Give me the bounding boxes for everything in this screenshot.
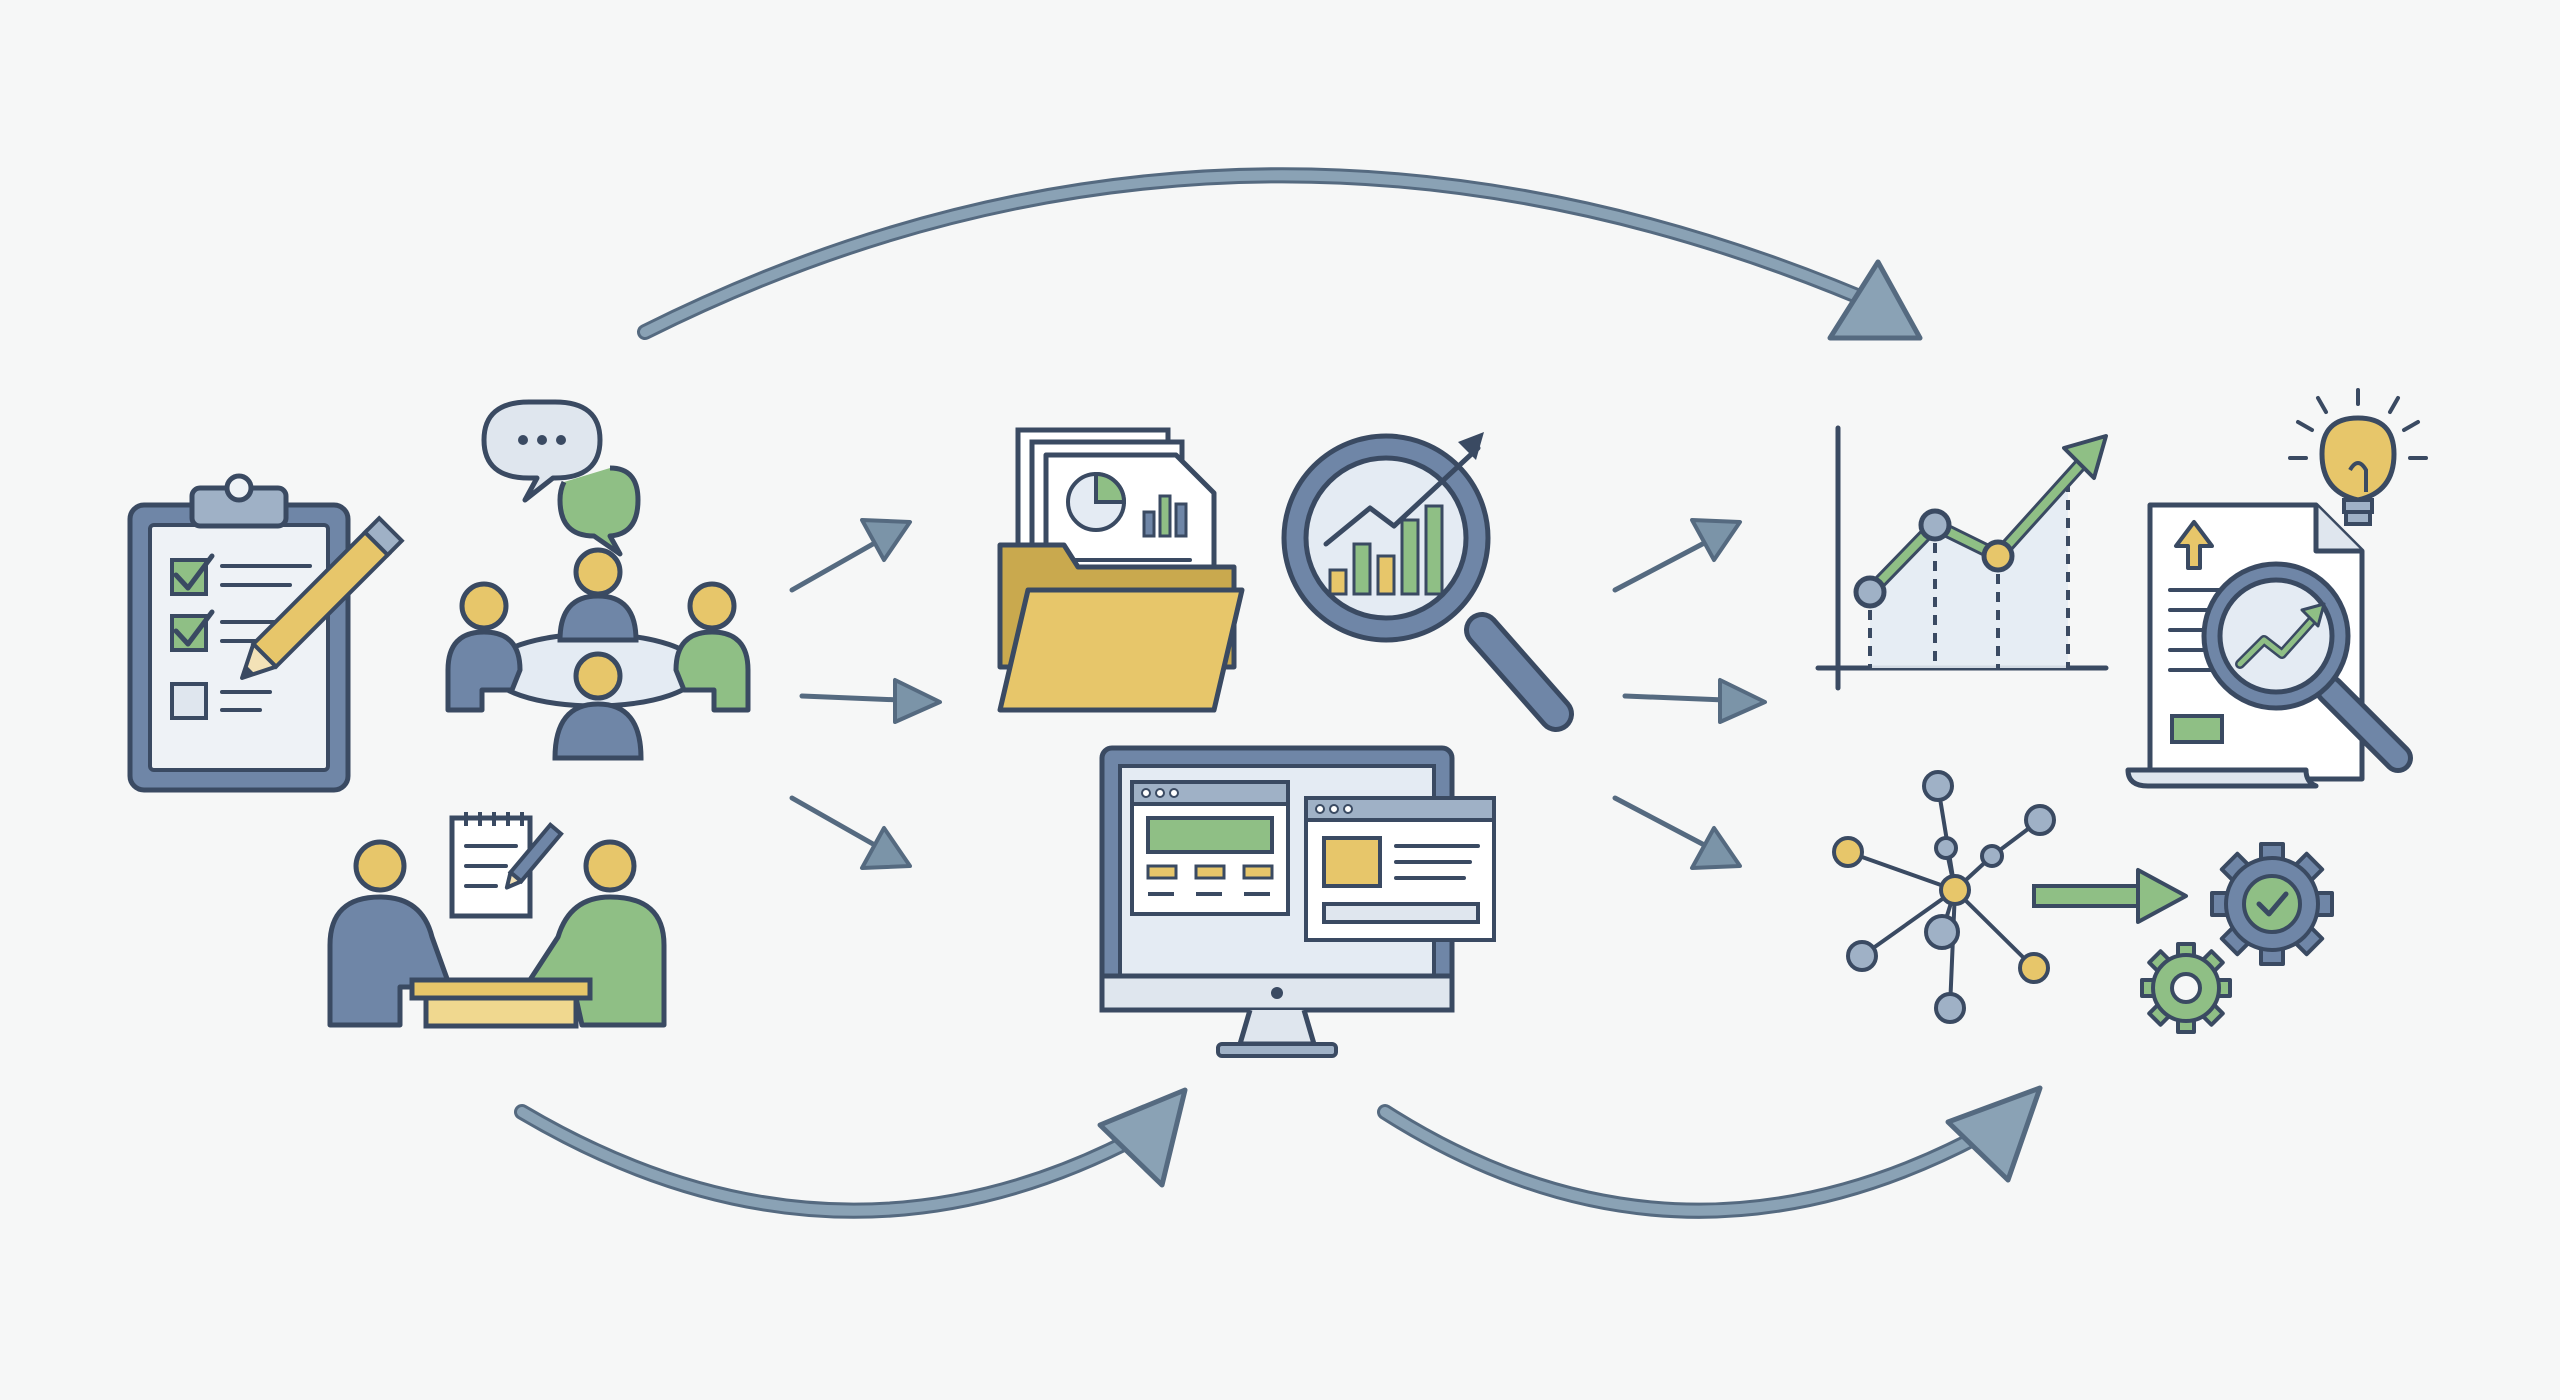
report-insight-icon [2125, 388, 2428, 789]
magnifier-growth-chart-icon [1281, 432, 1574, 732]
arc-arrow-bottom-left [514, 1087, 1188, 1219]
arc-arrow-bottom-right [1377, 1085, 2043, 1219]
straight-arrows-stage2-to-stage3 [1612, 518, 1767, 870]
arrow-up-right-1 [789, 518, 912, 593]
straight-arrows-stage1-to-stage2 [789, 518, 942, 870]
arrow-down-right-2 [1612, 795, 1742, 870]
arrow-right-1 [799, 678, 942, 724]
computer-monitor-dashboard-icon [1099, 745, 1496, 1058]
arrow-up-right-2 [1612, 518, 1742, 593]
lightbulb-icon [2288, 388, 2428, 526]
growth-line-chart-icon [1815, 425, 2109, 691]
speech-bubble-green-icon [557, 465, 641, 557]
network-nodes-icon [1832, 770, 2056, 1024]
notepad-icon [449, 812, 564, 919]
one-on-one-meeting-icon [327, 812, 667, 1029]
gear-check-icon [2210, 842, 2334, 966]
network-to-gears-arrow [2032, 868, 2188, 924]
speech-bubble-icon [481, 399, 603, 503]
clipboard-checklist-icon [127, 473, 405, 793]
document-folder-icon [997, 427, 1245, 713]
arrow-right-2 [1622, 678, 1767, 724]
arrow-down-right-1 [789, 795, 912, 870]
gear-small-icon [2140, 942, 2232, 1034]
pencil-icon [240, 515, 405, 680]
network-to-gears-icon [1832, 770, 2334, 1034]
team-discussion-icon [445, 399, 751, 761]
arc-arrow-top [637, 167, 1923, 341]
